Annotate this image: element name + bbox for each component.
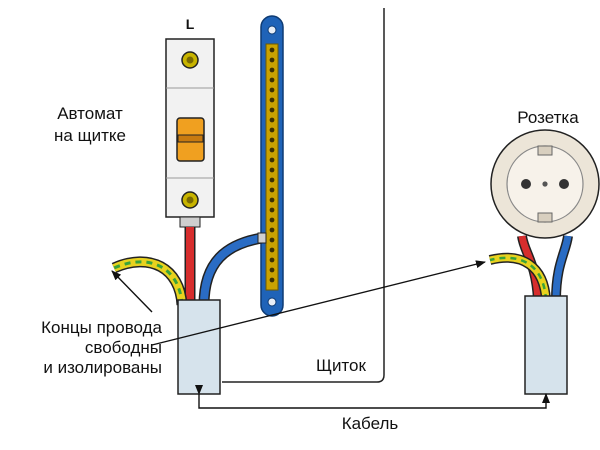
arrow-to-left-end — [111, 270, 153, 313]
cable-right — [488, 235, 573, 395]
socket-label: Розетка — [517, 108, 579, 127]
bus-bar-hole — [269, 147, 275, 153]
bus-bar-hole — [269, 67, 275, 73]
socket-screw — [542, 181, 548, 187]
bus-bar-hole — [269, 157, 275, 163]
ends-label-line1: Концы провода — [41, 318, 162, 337]
bus-bar-hole — [269, 197, 275, 203]
socket-pin-left — [521, 179, 531, 189]
bus-bar-hole — [269, 107, 275, 113]
cable-sheath-right — [524, 295, 568, 395]
panel-label: Щиток — [316, 356, 366, 375]
breaker-label-line1: Автомат — [57, 104, 123, 123]
panel-outline — [222, 8, 385, 383]
bus-bar-hole — [269, 117, 275, 123]
bus-bar-hole — [269, 247, 275, 253]
bus-bar-hole — [269, 277, 275, 283]
neutral-bus-bar — [260, 15, 284, 317]
bus-bar-hole — [269, 47, 275, 53]
bus-bar-hole — [269, 267, 275, 273]
ends-label-line2: свободны — [84, 338, 162, 357]
bus-bar-hole — [269, 227, 275, 233]
bus-bar-hole — [269, 257, 275, 263]
cable-left — [111, 227, 267, 395]
breaker-phase-label: L — [185, 16, 195, 32]
cable-length-arrow — [195, 385, 550, 409]
bus-bar-hole — [269, 187, 275, 193]
bus-bar-hole — [269, 237, 275, 243]
cable-label: Кабель — [341, 414, 399, 433]
breaker-label-line2: на щитке — [54, 126, 126, 145]
bus-bar-hole — [269, 167, 275, 173]
socket-pin-right — [559, 179, 569, 189]
bus-bar-hole — [269, 97, 275, 103]
bus-bar-hole — [269, 87, 275, 93]
ends-label-line3: и изолированы — [43, 358, 162, 377]
bus-bar-hole — [269, 77, 275, 83]
socket — [490, 129, 600, 239]
bus-bar-hole — [269, 137, 275, 143]
bus-bar-hole — [269, 127, 275, 133]
cable-sheath-left — [177, 299, 221, 395]
bus-bar-hole — [269, 207, 275, 213]
bus-bar-hole — [269, 57, 275, 63]
arrow-to-right-end — [151, 260, 486, 346]
bus-bar-hole — [269, 217, 275, 223]
circuit-breaker — [165, 38, 215, 228]
bus-bar-hole — [269, 177, 275, 183]
